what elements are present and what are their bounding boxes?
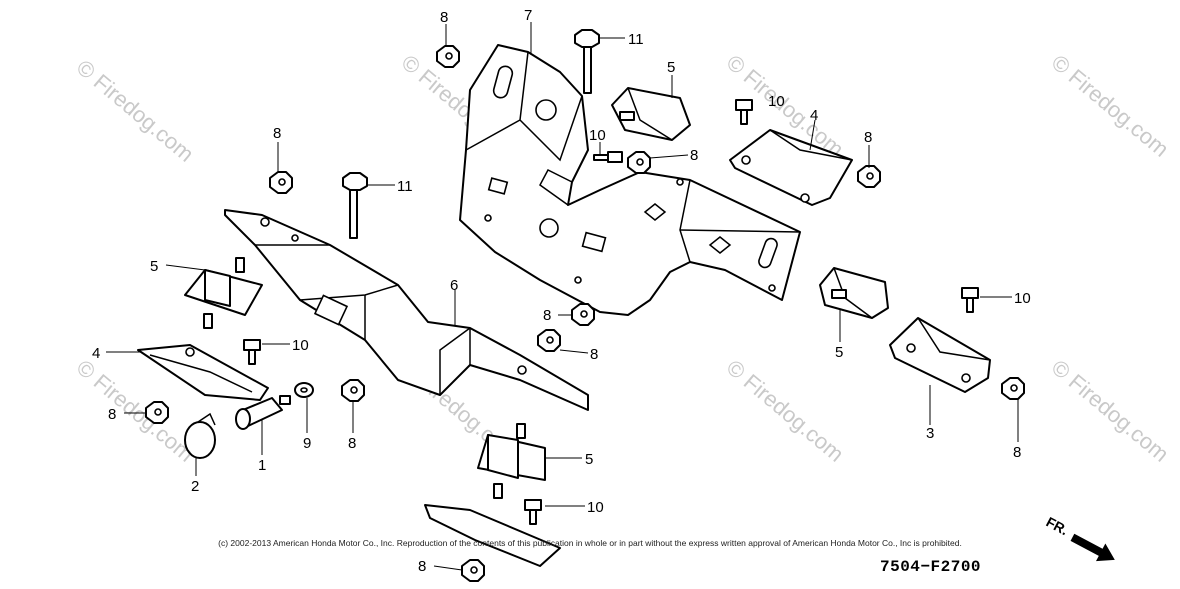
callout-5: 5 xyxy=(585,451,593,468)
part-11-bolt-top xyxy=(574,29,600,94)
callout-8: 8 xyxy=(690,147,698,164)
part-6-channel xyxy=(224,209,589,411)
nut xyxy=(269,171,293,194)
part-2-clamp xyxy=(184,412,216,459)
callout-8: 8 xyxy=(440,9,448,26)
part-4-bracket-left xyxy=(137,344,269,401)
callout-3: 3 xyxy=(926,425,934,442)
nut xyxy=(627,151,651,174)
part-5-mount-bottom xyxy=(477,423,546,499)
part-4-bracket-bottom xyxy=(424,504,561,567)
callout-5: 5 xyxy=(150,258,158,275)
part-4-bracket-right xyxy=(729,129,853,206)
part-5-mount-top-right xyxy=(611,87,691,141)
part-10-bolts xyxy=(243,99,979,525)
watermark: © Firedog.com xyxy=(1047,50,1174,162)
callout-10: 10 xyxy=(589,127,606,144)
nut xyxy=(1001,377,1025,400)
front-label: FR. xyxy=(1044,514,1071,539)
callout-7: 7 xyxy=(524,7,532,24)
nut xyxy=(436,45,460,68)
part-5-mount-right xyxy=(819,267,889,319)
part-11-bolt-left xyxy=(342,172,368,239)
callout-6: 6 xyxy=(450,277,458,294)
leader-lines xyxy=(106,22,1019,571)
callout-8: 8 xyxy=(273,125,281,142)
callout-labels: 7 8 11 5 10 4 10 8 8 8 11 5 6 10 4 8 1 9… xyxy=(92,7,1031,575)
callout-8: 8 xyxy=(108,406,116,423)
watermark: © Firedog.com xyxy=(722,355,849,467)
part-8-nuts xyxy=(145,45,1025,582)
part-3-bracket xyxy=(889,317,991,393)
part-7-bracket xyxy=(459,44,801,316)
copyright-notice: (c) 2002-2013 American Honda Motor Co., … xyxy=(218,538,962,548)
callout-4: 4 xyxy=(810,107,818,124)
callout-10: 10 xyxy=(587,499,604,516)
callout-2: 2 xyxy=(191,478,199,495)
callout-8: 8 xyxy=(348,435,356,452)
nut xyxy=(537,329,561,352)
callout-8: 8 xyxy=(418,558,426,575)
nut xyxy=(461,559,485,582)
callout-8: 8 xyxy=(864,129,872,146)
nut xyxy=(341,379,365,402)
part-9-washer xyxy=(294,382,314,398)
callout-4: 4 xyxy=(92,345,100,362)
callout-5: 5 xyxy=(835,344,843,361)
figure-code: 7504−F2700 xyxy=(880,558,982,576)
callout-8: 8 xyxy=(590,346,598,363)
callout-10: 10 xyxy=(292,337,309,354)
callout-9: 9 xyxy=(303,435,311,452)
callout-10: 10 xyxy=(1014,290,1031,307)
nut xyxy=(145,401,169,424)
callout-8: 8 xyxy=(1013,444,1021,461)
callout-1: 1 xyxy=(258,457,266,474)
part-1-bushing xyxy=(235,395,291,430)
watermark: © Firedog.com xyxy=(72,55,199,167)
watermark: © Firedog.com xyxy=(1047,355,1174,467)
nut xyxy=(571,303,595,326)
callout-5: 5 xyxy=(667,59,675,76)
front-arrow-icon xyxy=(1070,533,1115,562)
nut xyxy=(857,165,881,188)
callout-8: 8 xyxy=(543,307,551,324)
callout-11: 11 xyxy=(397,178,413,195)
part-5-mount-left xyxy=(184,257,263,329)
callout-11: 11 xyxy=(628,31,644,48)
callout-10: 10 xyxy=(768,93,785,110)
